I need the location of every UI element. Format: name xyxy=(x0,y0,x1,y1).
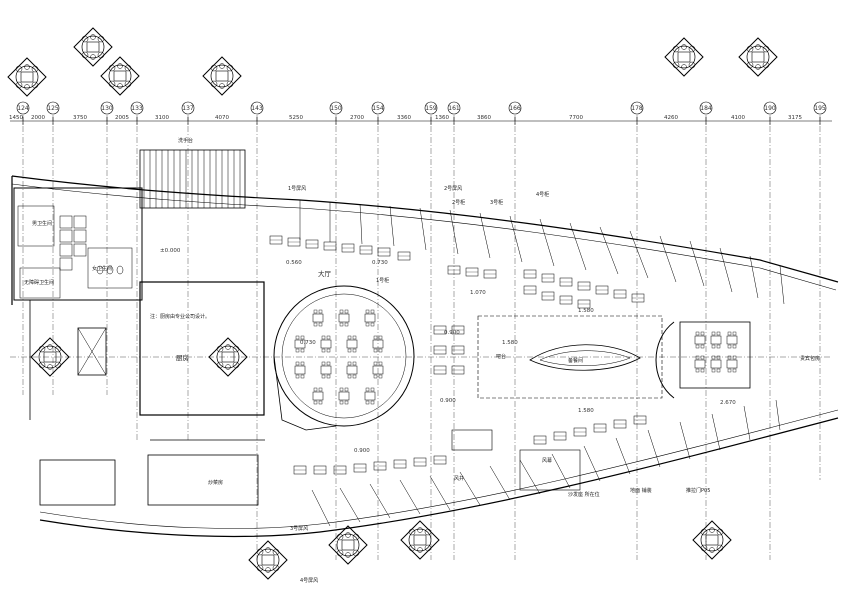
dimension-value: 3175 xyxy=(788,115,802,121)
kitchen-note: 注：厨房由专业公司设计。 xyxy=(150,313,210,320)
prep-room-label: 备餐间 xyxy=(568,357,583,364)
bar-label: 吧台 xyxy=(496,353,506,360)
elevation: 2.670 xyxy=(720,400,736,406)
axis-label: 184 xyxy=(700,105,712,112)
kitchen-labels: 注：厨房由专业公司设计。 厨房 炒菜房 xyxy=(150,313,223,486)
elevation: 1.580 xyxy=(578,408,594,414)
axis-label: 195 xyxy=(814,105,826,112)
dimension-value: 7700 xyxy=(569,115,583,121)
stair-hatch xyxy=(139,149,246,209)
elevation: 0.900 xyxy=(440,398,456,404)
rafters xyxy=(299,200,785,527)
axis-label: 190 xyxy=(764,105,776,112)
dimension-value: 5250 xyxy=(289,115,303,121)
axis-labels: 124 125 130 133 137 143 150 154 159 161 … xyxy=(17,105,826,112)
callouts: 1号屏风 2号屏风 3号屏风 4号屏风 1号柜 2号柜 3号柜 4号柜 沙发座 … xyxy=(178,137,710,584)
female-toilet-label: 女卫生间 xyxy=(92,265,112,272)
axis-grid xyxy=(10,115,832,560)
callout-screen1: 1号屏风 xyxy=(288,186,306,192)
dimension-value: 2700 xyxy=(350,115,364,121)
hall-label: 大厅 xyxy=(318,269,332,278)
axis-label: 159 xyxy=(425,105,437,112)
dimension-value: 4260 xyxy=(664,115,678,121)
axis-label: 124 xyxy=(17,105,29,112)
hall-labels: 大厅 xyxy=(318,269,332,278)
callout-tile: 地面 铺装 xyxy=(630,487,652,494)
callout-cab4: 4号柜 xyxy=(536,191,549,198)
elevation: 1.580 xyxy=(578,308,594,314)
dimension-values: 1450 2000 3750 2005 3100 4070 5250 2700 … xyxy=(9,115,802,121)
callout-cab2: 2号柜 xyxy=(452,199,465,206)
bar-area xyxy=(451,315,751,491)
dimension-value: 1450 xyxy=(9,115,23,121)
elevation: 1.070 xyxy=(470,290,486,296)
elevation: 1.580 xyxy=(502,340,518,346)
bar-labels: 吧台 备餐间 风幕 风井 贵宾包房 xyxy=(454,353,820,482)
callout-screen4: 4号屏风 xyxy=(300,578,318,584)
axis-label: 178 xyxy=(631,105,643,112)
callout-sink: 洗手台 xyxy=(178,137,193,144)
axis-label: 125 xyxy=(47,105,59,112)
round-hall xyxy=(273,285,415,431)
building-shell xyxy=(11,175,839,538)
axis-label: 143 xyxy=(251,105,263,112)
callout-cab3: 3号柜 xyxy=(490,199,503,206)
dimension-value: 3750 xyxy=(73,115,87,121)
callout-sofa: 沙发座 所在位 xyxy=(568,491,600,498)
toilet-labels: 男卫生间 女卫生间 无障碍卫生间 xyxy=(24,220,112,286)
male-toilet-label: 男卫生间 xyxy=(32,220,52,227)
callout-door: 推拉门P05 xyxy=(686,487,710,494)
callout-screen3: 3号屏风 xyxy=(290,526,308,532)
toilet-fixtures xyxy=(17,205,133,299)
dimension-value: 3860 xyxy=(477,115,491,121)
vip-label: 贵宾包房 xyxy=(800,355,820,362)
vip-tables xyxy=(694,331,738,373)
axis-label: 137 xyxy=(182,105,194,112)
dimension-value: 3100 xyxy=(155,115,169,121)
wind-curtain-label: 风幕 xyxy=(542,457,552,464)
callout-screen2: 2号屏风 xyxy=(444,186,462,192)
axis-label: 133 xyxy=(131,105,143,112)
kitchen-label: 厨房 xyxy=(176,353,189,362)
dimension-value: 4070 xyxy=(215,115,229,121)
accessible-toilet-label: 无障碍卫生间 xyxy=(24,279,54,286)
wind-pass-label: 风井 xyxy=(454,475,464,482)
dimension-value: 4100 xyxy=(731,115,745,121)
axis-label: 166 xyxy=(509,105,521,112)
dimension-value: 1360 xyxy=(435,115,449,121)
dimension-line xyxy=(10,117,832,125)
elevation-marks: ±0.000 0.560 0.730 0.730 1.070 1.580 1.5… xyxy=(160,248,736,454)
dimension-value: 2000 xyxy=(31,115,45,121)
axis-bubbles xyxy=(16,101,827,115)
axis-label: 161 xyxy=(448,105,460,112)
elevation: 0.730 xyxy=(372,260,388,266)
callout-cab1: 1号柜 xyxy=(376,277,389,284)
elevation: 0.900 xyxy=(354,448,370,454)
axis-label: 150 xyxy=(330,105,342,112)
dimension-value: 2005 xyxy=(115,115,129,121)
diamond-tags xyxy=(7,27,778,580)
axis-label: 154 xyxy=(372,105,384,112)
elevation: 0.730 xyxy=(300,340,316,346)
elevation: ±0.000 xyxy=(160,248,181,254)
elevation: 0.560 xyxy=(286,260,302,266)
elevation: 0.900 xyxy=(444,330,460,336)
drink-room-label: 炒菜房 xyxy=(208,479,223,486)
dimension-value: 3360 xyxy=(397,115,411,121)
axis-label: 130 xyxy=(101,105,113,112)
